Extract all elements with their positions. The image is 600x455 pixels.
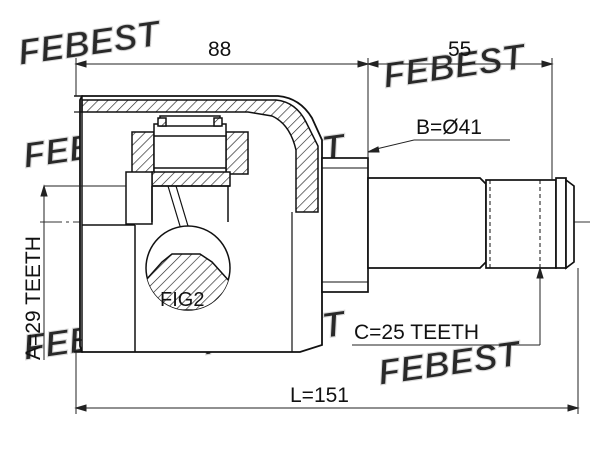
dim-151-label: L=151 (290, 384, 349, 407)
diameter-b-label: B=Ø41 (416, 116, 482, 139)
shaft (321, 157, 575, 293)
dim-88-label: 88 (208, 38, 231, 61)
dim-55-label: 55 (448, 38, 471, 61)
dimension-lines (40, 58, 580, 414)
teeth-c-label: C=25 TEETH (354, 321, 479, 344)
fig2-leader (167, 185, 189, 227)
teeth-a-label: A=29 TEETH (22, 236, 45, 360)
fig2-label: FIG2 (160, 289, 204, 311)
fig2-detail: FIG2 (145, 225, 231, 311)
spider-assembly (125, 115, 249, 225)
